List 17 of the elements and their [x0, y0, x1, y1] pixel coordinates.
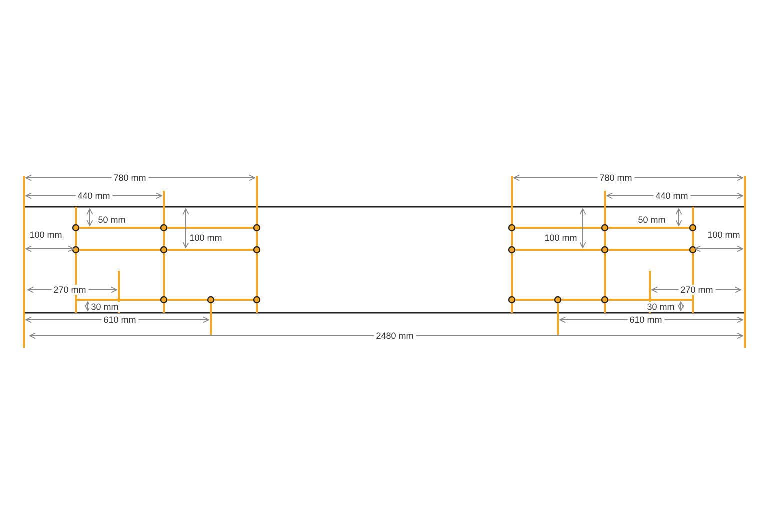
- dimension-label: 780 mm: [598, 173, 634, 183]
- dimension-label: 100 mm: [706, 230, 742, 240]
- dimension-label: 50 mm: [636, 215, 668, 225]
- dimension-label: 610 mm: [628, 315, 664, 325]
- dimension-label: 2480 mm: [374, 331, 416, 341]
- dimension-label: 440 mm: [76, 191, 112, 201]
- dimension-label: 30 mm: [89, 302, 121, 312]
- dimension-label: 100 mm: [188, 233, 224, 243]
- dimension-label: 780 mm: [112, 173, 148, 183]
- dimension-label: 270 mm: [52, 285, 88, 295]
- dimension-label: 100 mm: [542, 233, 580, 243]
- dimension-label: 440 mm: [654, 191, 690, 201]
- dimension-label: 30 mm: [645, 302, 677, 312]
- dimension-label: 100 mm: [28, 230, 64, 240]
- dimension-label: 50 mm: [96, 215, 128, 225]
- dimension-label: 610 mm: [102, 315, 138, 325]
- dimension-label: 270 mm: [678, 285, 716, 295]
